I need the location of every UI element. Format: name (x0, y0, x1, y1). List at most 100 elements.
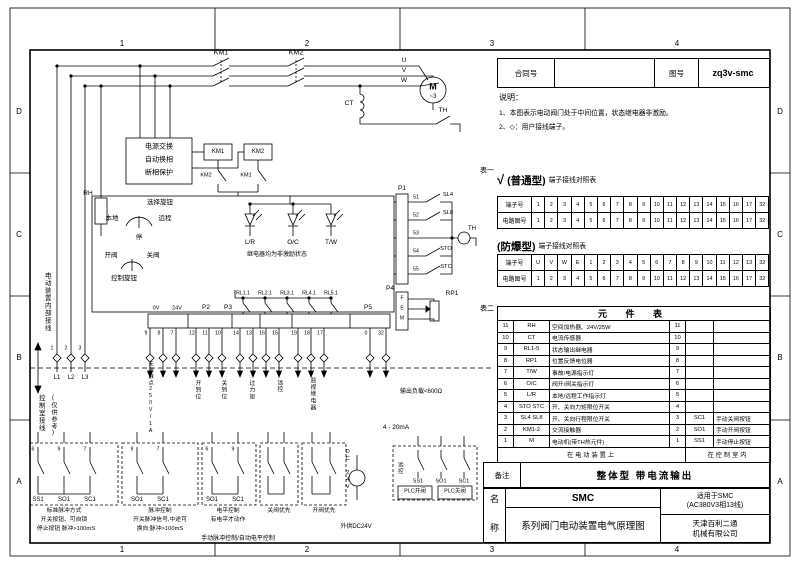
schematic-label: 继电器均为非激励状态 (246, 252, 308, 258)
component-cell (686, 367, 714, 379)
table-title: 端子接线对照表 (538, 242, 587, 250)
schematic-label: 换向;脉冲>100mS (136, 526, 184, 533)
terminal-cell: E (571, 255, 585, 271)
schematic-label: 53 (413, 230, 419, 237)
note-line: 2、◇：用户接线端子。 (499, 124, 570, 132)
schematic-label: KM2 (200, 172, 212, 179)
terminal-cell: 15 (716, 197, 730, 213)
schematic-label: PLC开阀 (404, 488, 426, 495)
terminal-cell: 6 (597, 271, 612, 287)
drawing-title: 系列阀门电动装置电气原理图 (521, 521, 645, 532)
terminal-cell: 2 (545, 197, 559, 213)
terminal-diamond (274, 353, 284, 363)
component-cell (686, 344, 714, 356)
grid-ref: 1 (119, 545, 125, 554)
name-label: 名 称 (484, 489, 506, 542)
component-cell (686, 401, 714, 413)
component-cell: 1 (498, 436, 514, 448)
terminal-diamond (171, 353, 181, 363)
terminal-diamond (191, 353, 201, 363)
down-arrow-icon (34, 385, 42, 395)
signal-arrow-icon (294, 370, 302, 379)
terminal-cell: 6 (597, 197, 612, 213)
connector-p1 (395, 193, 409, 285)
motor-symbol (419, 76, 447, 104)
applicability-line: 适用于SMC (696, 492, 734, 500)
component-cell: T/W (514, 367, 550, 379)
terminal-cell: 1 (532, 197, 546, 213)
terminal-cell: 12 (677, 213, 691, 229)
pushbutton-contact (211, 432, 219, 494)
schematic-label: 表二 (480, 305, 494, 313)
schematic-label: RL4.1 (302, 290, 316, 297)
terminal-cell: 10 (650, 213, 664, 229)
terminal-cell: U (532, 255, 546, 271)
component-cell: CT (514, 332, 550, 344)
applicability: 适用于SMC (AC380V3相13线) (661, 489, 769, 515)
component-cell: STO STC (514, 401, 550, 413)
junction-dot (99, 84, 103, 88)
schematic-label: KM1 (211, 149, 225, 155)
schematic-label: L/R (244, 238, 256, 246)
pushbutton-contact (267, 432, 275, 494)
schematic-label: RL2.1 (258, 290, 272, 297)
terminal-cell: 11 (716, 255, 730, 271)
schematic-label: 控制室接线 (37, 394, 45, 432)
schematic-label: P3 (224, 303, 232, 311)
schematic-label: M (399, 315, 405, 322)
terminal-cell: 14 (703, 197, 717, 213)
terminal-cell: 17 (743, 213, 757, 229)
schematic-label: V (401, 66, 407, 74)
terminal-cell: 5 (584, 197, 598, 213)
schematic-label: 52 (413, 212, 419, 219)
schematic-label: 18 (304, 330, 310, 337)
terminal-cell: 7 (611, 271, 625, 287)
schematic-label: 9 (130, 446, 134, 453)
junction-dot (83, 84, 87, 88)
schematic-label: 17 (317, 330, 323, 337)
component-cell: 手动停止按钮 (714, 436, 771, 448)
terminal-cell: 32 (756, 271, 770, 287)
lamp-icon (244, 213, 256, 226)
terminal-cell: 10 (650, 197, 664, 213)
pushbutton-contact (37, 432, 45, 494)
schematic-label: SC1 (84, 497, 96, 503)
pushbutton-contact (329, 432, 337, 494)
component-table-title: 元 件 表 (498, 307, 771, 321)
junction-dot (329, 296, 333, 300)
junction-dot (69, 74, 73, 78)
terminal-row-label: 电路图号 (498, 213, 532, 229)
schematic-label: M (429, 81, 437, 92)
thermal-switch (457, 231, 471, 245)
junction-dot (55, 64, 59, 68)
pushbutton-contact (136, 432, 144, 494)
notes-heading: 说明： (499, 93, 523, 102)
terminal-cell: 7 (611, 213, 625, 229)
terminal-diamond (319, 353, 329, 363)
component-cell: 11 (498, 321, 514, 333)
schematic-label: E (400, 305, 404, 312)
junction-dot (450, 236, 454, 240)
component-cell (714, 378, 771, 390)
terminal-diamond (306, 353, 316, 363)
component-cell: 6 (670, 378, 686, 390)
current-transformer (359, 86, 461, 132)
remark-label: 备注 (494, 470, 510, 480)
terminal-cell: 6 (597, 213, 612, 229)
schematic-label: 控制旋钮 (111, 274, 137, 282)
component-cell: RL1-5 (514, 344, 550, 356)
schematic-label: 外供DC24V (340, 524, 372, 530)
schematic-label: KM1 (213, 49, 229, 57)
junction-dot (168, 84, 172, 88)
schematic-label: 有电平才动作 (210, 517, 246, 524)
signal-arrow-icon (320, 370, 328, 379)
schematic-label: 停止按钮 脉冲>100mS (36, 526, 96, 533)
drawing-no-value: zq3v-smc (698, 59, 767, 87)
grid-ref: 3 (489, 545, 495, 554)
schematic-label: SO1 (57, 497, 71, 503)
component-cell: 阀开/阀关指示灯 (550, 378, 670, 390)
grid-ref: 2 (304, 39, 310, 48)
